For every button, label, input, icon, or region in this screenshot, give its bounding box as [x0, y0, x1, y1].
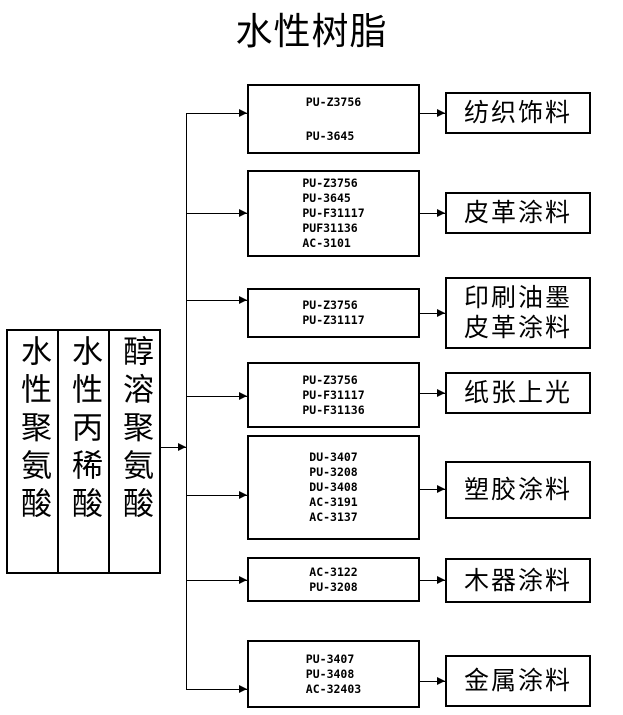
connector-formula-1-to-product-1 — [420, 113, 446, 114]
arrowhead-product-5 — [437, 484, 445, 493]
product-box-4: 纸张上光 — [445, 372, 591, 414]
formula-code: DU-3407 — [309, 450, 358, 464]
formula-code: PU-F31117 — [302, 387, 365, 402]
formula-code: PU-F31117 — [302, 206, 365, 220]
arrowhead-product-2 — [437, 208, 445, 217]
product-box-5: 塑胶涂料 — [445, 461, 591, 519]
formula-code: PUF31136 — [302, 221, 358, 235]
distribution-spine — [186, 113, 187, 689]
connector-spine-to-formula-3 — [186, 300, 247, 301]
formula-code: PU-Z3756 — [302, 372, 358, 387]
arrowhead-product-6 — [437, 575, 445, 584]
source-box-3: 醇溶聚氨酸 — [108, 331, 159, 572]
connector-formula-3-to-product-3 — [420, 313, 446, 314]
connector-formula-5-to-product-5 — [420, 489, 446, 490]
arrowhead-product-4 — [437, 388, 445, 397]
arrowhead-formula-3 — [239, 295, 247, 304]
formula-list-5: DU-3407 PU-3208 DU-3408 AC-3191 AC-3137 — [309, 450, 357, 525]
product-box-2: 皮革涂料 — [445, 192, 591, 234]
product-label-7: 金属涂料 — [463, 666, 572, 695]
product-box-6: 木器涂料 — [445, 558, 591, 603]
formula-code: PU-3645 — [305, 129, 355, 143]
formula-list-1: PU-Z3756 PU-3645 — [306, 85, 361, 153]
formula-list-7: PU-3407 PU-3408 AC-32403 — [306, 652, 361, 697]
formula-code: AC-3101 — [302, 236, 351, 250]
source-box-2: 水性丙稀酸 — [57, 331, 108, 572]
formula-box-7: PU-3407 PU-3408 AC-32403 — [247, 640, 420, 708]
formula-code: PU-Z3756 — [302, 298, 358, 312]
connector-formula-4-to-product-4 — [420, 393, 446, 394]
formula-box-4: PU-Z3756 PU-F31117 PU-F31136 — [247, 362, 420, 428]
source-material-group: 水性聚氨酸 水性丙稀酸 醇溶聚氨酸 — [6, 329, 161, 574]
arrowhead-formula-6 — [239, 575, 247, 584]
source-box-1: 水性聚氨酸 — [8, 331, 57, 572]
connector-formula-6-to-product-6 — [420, 580, 446, 581]
arrowhead-product-1 — [437, 108, 445, 117]
arrowhead-formula-1 — [239, 108, 247, 117]
product-label-2: 皮革涂料 — [463, 198, 572, 227]
arrowhead-product-7 — [437, 676, 445, 685]
product-label-3-line-1: 印刷油墨 — [463, 283, 572, 312]
formula-code: PU-3407 — [305, 651, 355, 666]
source-box-2-label: 水性丙稀酸 — [66, 335, 102, 525]
formula-list-4: PU-Z3756 PU-F31117 PU-F31136 — [302, 373, 364, 418]
product-label-4: 纸张上光 — [463, 378, 572, 407]
formula-list-2: PU-Z3756 PU-3645 PU-F31117 PUF31136 AC-3… — [302, 176, 364, 251]
product-box-3: 印刷油墨 皮革涂料 — [445, 277, 591, 349]
formula-code: AC-3191 — [309, 495, 358, 509]
source-box-1-label: 水性聚氨酸 — [15, 335, 51, 525]
connector-spine-to-formula-2 — [186, 213, 247, 214]
product-box-7: 金属涂料 — [445, 655, 591, 707]
formula-code: PU-3408 — [305, 666, 355, 681]
formula-code: PU-F31136 — [302, 402, 365, 417]
formula-list-3: PU-Z3756 PU-Z31117 — [302, 298, 364, 328]
formula-box-5: DU-3407 PU-3208 DU-3408 AC-3191 AC-3137 — [247, 435, 420, 540]
arrowhead-formula-7 — [239, 684, 247, 693]
connector-formula-7-to-product-7 — [420, 681, 446, 682]
arrowhead-formula-4 — [239, 391, 247, 400]
connector-source-to-spine — [161, 447, 186, 448]
formula-code: PU-Z3756 — [305, 95, 362, 109]
product-label-6: 木器涂料 — [463, 565, 572, 595]
formula-box-3: PU-Z3756 PU-Z31117 — [247, 288, 420, 338]
connector-spine-to-formula-4 — [186, 396, 247, 397]
formula-code: PU-Z31117 — [302, 313, 365, 327]
source-box-3-label: 醇溶聚氨酸 — [117, 335, 153, 525]
formula-code: PU-3208 — [309, 579, 358, 594]
connector-spine-to-formula-6 — [186, 580, 247, 581]
product-label-5: 塑胶涂料 — [463, 475, 572, 504]
formula-box-1: PU-Z3756 PU-3645 — [247, 84, 420, 154]
product-label-3-line-2: 皮革涂料 — [463, 313, 572, 342]
page-title: 水性树脂 — [235, 10, 388, 53]
formula-code: AC-3122 — [309, 564, 358, 579]
arrowhead-product-3 — [437, 308, 445, 317]
connector-formula-2-to-product-2 — [420, 213, 446, 214]
formula-code: DU-3408 — [309, 480, 358, 494]
arrowhead-formula-5 — [239, 490, 247, 499]
formula-code: AC-32403 — [305, 681, 362, 696]
arrowhead-spine — [178, 442, 186, 451]
product-label-1: 纺织饰料 — [463, 98, 572, 127]
formula-list-6: AC-3122 PU-3208 — [309, 565, 357, 595]
connector-spine-to-formula-1 — [186, 113, 247, 114]
formula-code: PU-3208 — [309, 465, 358, 479]
formula-box-6: AC-3122 PU-3208 — [247, 557, 420, 602]
formula-code: PU-3645 — [302, 191, 351, 205]
connector-spine-to-formula-7 — [186, 689, 247, 690]
formula-box-2: PU-Z3756 PU-3645 PU-F31117 PUF31136 AC-3… — [247, 170, 420, 257]
connector-spine-to-formula-5 — [186, 495, 247, 496]
arrowhead-formula-2 — [239, 208, 247, 217]
product-box-1: 纺织饰料 — [445, 92, 591, 134]
formula-code: AC-3137 — [309, 510, 358, 524]
formula-code: PU-Z3756 — [302, 176, 358, 190]
